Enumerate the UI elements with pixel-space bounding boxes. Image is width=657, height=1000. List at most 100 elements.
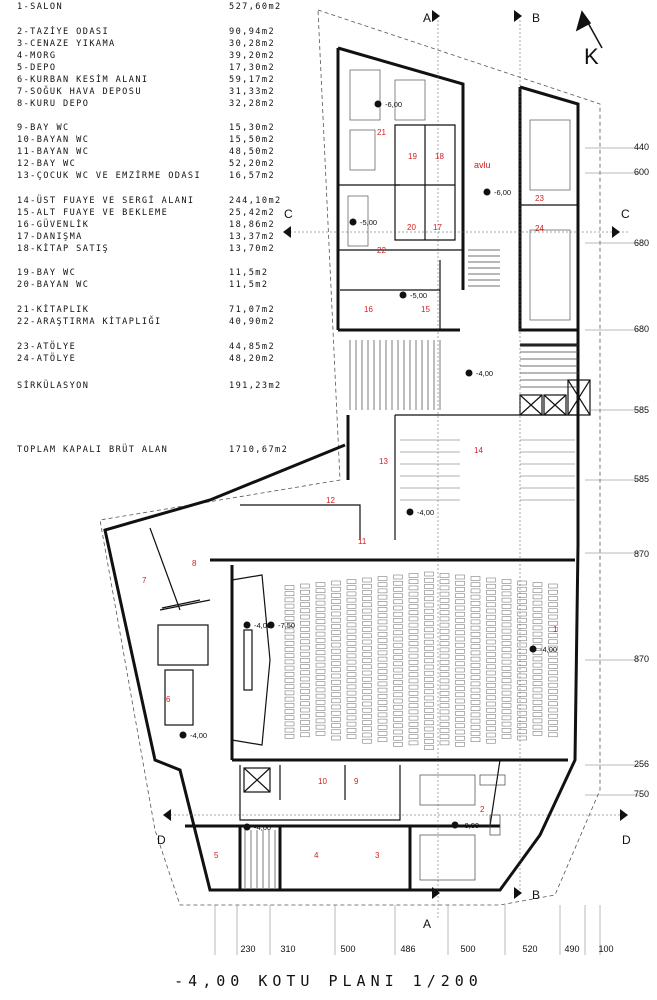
seat (408, 703, 419, 708)
seat (346, 616, 357, 621)
room-number: 4 (314, 851, 319, 860)
dimension-right: 870 (634, 654, 649, 664)
seat (393, 692, 403, 698)
seat (377, 619, 388, 625)
legend-label: 20-BAYAN WC (17, 280, 90, 290)
seat (424, 732, 434, 738)
seat (300, 720, 310, 725)
dimension-bottom: 310 (280, 944, 295, 954)
seat (362, 658, 372, 663)
seat (393, 729, 403, 735)
seat (408, 691, 419, 696)
seat (439, 728, 450, 733)
seat (470, 619, 481, 625)
seat (315, 631, 326, 637)
seat (284, 585, 295, 590)
seat (439, 616, 450, 622)
seat (532, 594, 543, 600)
seat (439, 585, 450, 591)
seat (455, 717, 465, 722)
seat (548, 627, 558, 632)
seat (331, 642, 341, 648)
seat (362, 590, 372, 595)
legend-area: 15,30m2 (229, 123, 276, 133)
seat (501, 684, 512, 690)
seat (517, 636, 527, 642)
seat (517, 661, 527, 666)
section-label-b: B (532, 888, 540, 902)
seat (300, 689, 310, 694)
seat (408, 591, 419, 597)
level-marker-icon (465, 369, 473, 377)
seat (439, 622, 450, 628)
seat (424, 689, 434, 695)
seat (377, 576, 388, 581)
room-number: 9 (354, 777, 359, 786)
seat (455, 698, 465, 704)
seat (455, 723, 465, 729)
legend-area: 13,37m2 (229, 232, 276, 242)
seat (486, 726, 496, 732)
seat (548, 701, 558, 707)
seat (331, 710, 341, 716)
seat (331, 617, 341, 623)
seat (486, 658, 496, 663)
seat (439, 740, 450, 746)
section-label-d: D (157, 833, 166, 847)
seat (470, 706, 481, 711)
dimension-right: 750 (634, 789, 649, 799)
seat (439, 734, 450, 739)
seat (548, 608, 558, 614)
seat (517, 729, 527, 735)
seat (300, 639, 310, 645)
legend-area: 244,10m2 (229, 196, 282, 206)
legend-area: 11,5m2 (229, 268, 269, 278)
seat (331, 686, 341, 691)
legend-area: 40,90m2 (229, 317, 276, 327)
seat (455, 587, 465, 592)
seat (517, 605, 527, 611)
seat (455, 574, 465, 580)
section-label-c: C (284, 207, 293, 221)
seat (331, 580, 341, 586)
seat (393, 686, 403, 691)
level-mark: -5,00 (360, 218, 377, 227)
seat (315, 656, 326, 662)
seat (486, 639, 496, 645)
seat (408, 678, 419, 684)
seat (362, 695, 372, 701)
seat (517, 667, 527, 673)
seat (424, 714, 434, 719)
seat (455, 692, 465, 698)
seat (393, 711, 403, 716)
seat (315, 625, 326, 631)
seat (424, 621, 434, 626)
seat (548, 707, 558, 713)
seat (517, 686, 527, 691)
seat (486, 695, 496, 701)
legend-label: 19-BAY WC (17, 268, 77, 278)
seat (501, 604, 512, 609)
seat (408, 684, 419, 690)
seat (331, 586, 341, 592)
legend-label: 16-GÜVENLİK (17, 220, 90, 230)
seat (517, 611, 527, 617)
seat (470, 675, 481, 680)
seat (393, 580, 403, 586)
seat (501, 641, 512, 646)
seat (517, 580, 527, 586)
seat (300, 627, 310, 632)
seat (548, 720, 558, 725)
room-number: 10 (318, 777, 327, 786)
seat (284, 591, 295, 596)
seat (548, 658, 558, 663)
seat (455, 636, 465, 642)
seat (300, 583, 310, 589)
dimension-bottom: 486 (400, 944, 415, 954)
level-marker-icon (267, 621, 275, 629)
seat (393, 611, 403, 617)
